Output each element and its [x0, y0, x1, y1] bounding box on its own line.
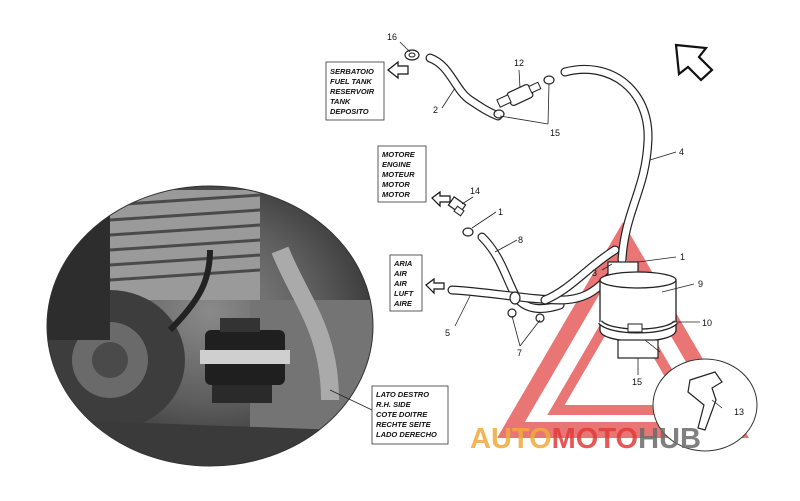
engine-line-3: MOTEUR [382, 170, 415, 179]
air-line-5: AIRE [393, 299, 413, 308]
rh-side-line-5: LADO DERECHO [376, 430, 437, 439]
hose-5 [447, 270, 617, 305]
callout-5: 5 [445, 328, 450, 338]
callout-15a: 15 [550, 128, 560, 138]
callout-13: 13 [734, 407, 744, 417]
fuel-tank-box: SERBATOIO FUEL TANK RESERVOIR TANK DEPOS… [325, 61, 385, 121]
fuel-tank-line-2: FUEL TANK [330, 77, 372, 86]
callout-4: 4 [679, 147, 684, 157]
air-line-4: LUFT [394, 289, 415, 298]
engine-box: MOTORE ENGINE MOTEUR MOTOR MOTOR [377, 145, 427, 203]
rh-side-line-3: COTE DOITRE [376, 410, 428, 419]
engine-line-5: MOTOR [382, 190, 410, 199]
hose-2 [425, 53, 503, 121]
rh-side-line-4: RECHTE SEITE [376, 420, 432, 429]
engine-line-4: MOTOR [382, 180, 410, 189]
engine-line-1: MOTORE [382, 150, 416, 159]
bracket-detail-13 [644, 339, 758, 452]
callout-12: 12 [514, 58, 524, 68]
clamp-1 [462, 227, 474, 237]
fuel-filter-12 [496, 81, 542, 108]
rh-side-box: LATO DESTRO R.H. SIDE COTE DOITRE RECHTE… [371, 385, 449, 445]
air-line-2: AIR [393, 269, 408, 278]
callout-15b: 15 [632, 377, 642, 387]
arrow-icon [674, 43, 714, 82]
engine-line-2: ENGINE [382, 160, 412, 169]
rh-side-line-1: LATO DESTRO [376, 390, 429, 399]
clamp-16 [404, 49, 420, 61]
watermark-part-2: MOTO [552, 423, 638, 455]
callout-14: 14 [470, 186, 480, 196]
fuel-tank-line-1: SERBATOIO [330, 67, 374, 76]
fuel-tank-line-3: RESERVOIR [330, 87, 375, 96]
fuel-tank-line-4: TANK [330, 97, 351, 106]
callout-1a: 1 [498, 207, 503, 217]
callout-7: 7 [517, 348, 522, 358]
callout-16: 16 [387, 32, 397, 42]
callout-1b: 1 [680, 252, 685, 262]
clamps-7 [507, 291, 545, 323]
watermark-text: AUTOMOTOHUB [470, 423, 701, 455]
fuel-tank-line-5: DEPOSITO [330, 107, 369, 116]
hose-4 [560, 64, 653, 265]
air-box: ARIA AIR AIR LUFT AIRE [389, 254, 423, 312]
leader-lines [329, 41, 723, 411]
filter-canister-9 [598, 261, 678, 359]
watermark-part-1: AUTO [470, 423, 552, 455]
svg-text:AUTOMOTOHUB: AUTOMOTOHUB [470, 423, 701, 455]
air-line-1: ARIA [393, 259, 412, 268]
rh-side-line-2: R.H. SIDE [376, 400, 412, 409]
arrow-to-engine [431, 190, 451, 208]
callout-8: 8 [518, 235, 523, 245]
arrow-to-fuel-tank [387, 60, 409, 80]
fitting-14 [447, 196, 467, 217]
hose-branch [540, 245, 620, 305]
air-line-3: AIR [393, 279, 408, 288]
callout-9: 9 [698, 279, 703, 289]
callout-3: 3 [592, 268, 597, 278]
engine-photo-inset [46, 185, 374, 467]
callout-2: 2 [433, 105, 438, 115]
callout-numbers: 16 2 12 15 4 14 1 8 1 3 9 10 5 7 15 13 [387, 32, 744, 417]
watermark-part-3: HUB [638, 423, 701, 455]
arrow-to-air [425, 277, 445, 295]
callout-10: 10 [702, 318, 712, 328]
